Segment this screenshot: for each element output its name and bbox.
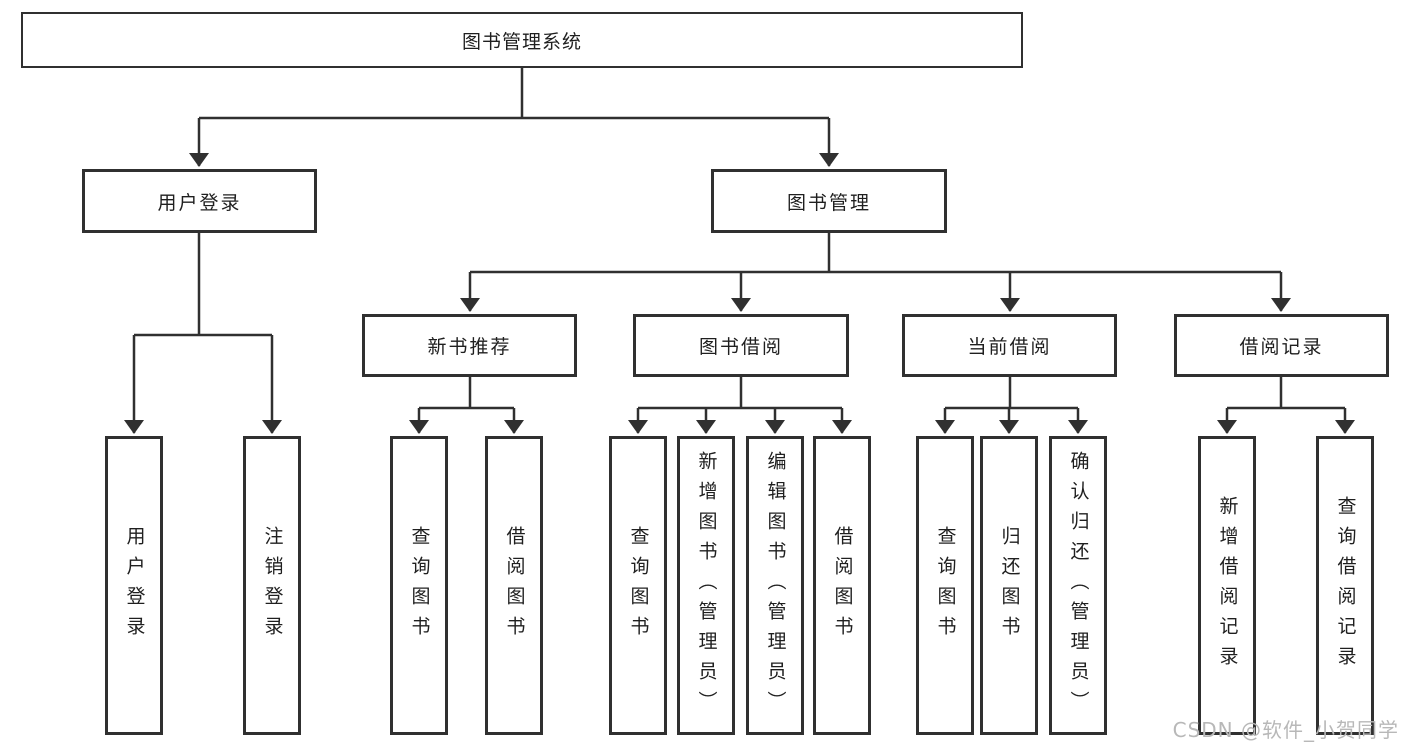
- connector-current-borrow-trunk: [945, 377, 1078, 410]
- leaf-query-borrow-record: 查询借阅记录: [1316, 436, 1374, 735]
- leaf-borrow-books-2: 借阅图书: [813, 436, 871, 735]
- node-borrow-records: 借阅记录: [1174, 314, 1389, 377]
- leaf-query-books-2: 查询图书: [609, 436, 667, 735]
- leaf-borrow-books-1: 借阅图书: [485, 436, 543, 735]
- node-book-borrow: 图书借阅: [633, 314, 849, 377]
- leaf-logout: 注销登录: [243, 436, 301, 735]
- connector-book-management-trunk: [470, 233, 1281, 274]
- connector-user-login-trunk: [134, 233, 272, 337]
- leaf-add-borrow-record: 新增借阅记录: [1198, 436, 1256, 735]
- leaf-add-book-admin: 新增图书（管理员）: [677, 436, 735, 735]
- leaf-query-books-1: 查询图书: [390, 436, 448, 735]
- connector-new-book-recommend-trunk: [419, 377, 514, 410]
- node-library-management-system: 图书管理系统: [21, 12, 1023, 68]
- connector-root-trunk: [199, 68, 829, 120]
- csdn-watermark: CSDN @软件_小贺同学: [1172, 718, 1399, 742]
- node-user-login: 用户登录: [82, 169, 317, 233]
- leaf-edit-book-admin: 编辑图书（管理员）: [746, 436, 804, 735]
- leaf-user-login: 用户登录: [105, 436, 163, 735]
- node-book-management: 图书管理: [711, 169, 947, 233]
- connector-book-borrow-trunk: [638, 377, 842, 410]
- leaf-query-books-3: 查询图书: [916, 436, 974, 735]
- leaf-confirm-return-admin: 确认归还（管理员）: [1049, 436, 1107, 735]
- node-new-book-recommend: 新书推荐: [362, 314, 577, 377]
- connector-borrow-records-trunk: [1227, 377, 1345, 410]
- node-current-borrow: 当前借阅: [902, 314, 1117, 377]
- leaf-return-book: 归还图书: [980, 436, 1038, 735]
